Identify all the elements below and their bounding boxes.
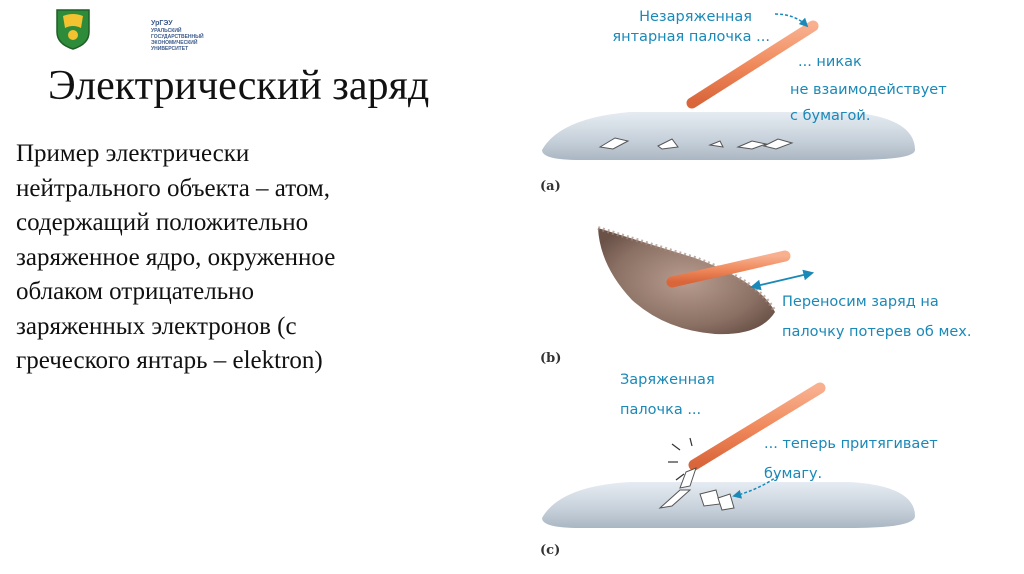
body-line: греческого янтарь – elektron): [16, 347, 323, 374]
amber-rod-rubbing: [666, 250, 791, 288]
paper-scraps: [598, 137, 794, 150]
result-caption-line: с бумагой.: [790, 108, 870, 124]
rod-caption-line: палочка ...: [620, 402, 701, 418]
body-line: заряженное ядро, окруженное: [16, 243, 336, 271]
logo-abbrev: УрГЭУ: [151, 20, 173, 27]
transfer-caption-line: палочку потерев об мех.: [782, 324, 972, 340]
panel-label: (c): [540, 543, 560, 558]
result-caption-line: бумагу.: [764, 466, 822, 482]
panel-label: (a): [540, 179, 561, 194]
result-caption-line: ... теперь притягивает: [764, 436, 938, 452]
panel-a: Незаряженная янтарная палочка ... ... ни…: [540, 9, 947, 194]
result-caption-line: ... никак: [798, 54, 862, 70]
body-line: Пример электрически: [16, 140, 250, 167]
logo-line: УРАЛЬСКИЙ: [151, 28, 182, 34]
rod-caption-line: Незаряженная: [639, 9, 752, 25]
body-line: содержащий положительно: [16, 209, 309, 236]
university-logo: УрГЭУ УРАЛЬСКИЙ ГОСУДАРСТВЕННЫЙ ЭКОНОМИЧ…: [55, 8, 204, 54]
rubbing-arrow: [749, 269, 815, 291]
rod-caption-line: Заряженная: [620, 372, 715, 388]
charge-spark-icon: [668, 437, 693, 481]
result-caption-line: не взаимодействует: [790, 82, 947, 98]
body-line: заряженных электронов (с: [16, 312, 297, 340]
panel-label: (b): [540, 351, 561, 366]
logo-line: ГОСУДАРСТВЕННЫЙ: [151, 34, 204, 40]
caption-arrow: [774, 13, 809, 28]
logo-text: УрГЭУ УРАЛЬСКИЙ ГОСУДАРСТВЕННЫЙ ЭКОНОМИЧ…: [151, 19, 204, 52]
slide-title: Электрический заряд: [48, 63, 430, 109]
logo-line: ЭКОНОМИЧЕСКИЙ: [151, 40, 198, 46]
fur-texture: [597, 226, 777, 313]
crest-icon: [56, 9, 90, 50]
panel-b: Переносим заряд на палочку потерев об ме…: [540, 226, 972, 366]
attracted-paper: [658, 467, 735, 511]
table-surface: [542, 112, 915, 160]
amber-rod-uncharged: [686, 20, 819, 109]
body-line: нейтрального объекта – атом,: [16, 174, 330, 202]
amber-rod-charged: [688, 382, 826, 471]
rod-caption-line: янтарная палочка ...: [612, 29, 770, 45]
slide-body: Пример электрически нейтрального объекта…: [16, 137, 486, 379]
logo-line: УНИВЕРСИТЕТ: [151, 46, 189, 52]
body-line: облаком отрицательно: [16, 278, 255, 305]
panel-c: Заряженная палочка ... ... теперь притяг…: [540, 372, 938, 558]
transfer-caption-line: Переносим заряд на: [782, 294, 939, 310]
amber-rod-figure: Незаряженная янтарная палочка ... ... ни…: [540, 9, 972, 558]
